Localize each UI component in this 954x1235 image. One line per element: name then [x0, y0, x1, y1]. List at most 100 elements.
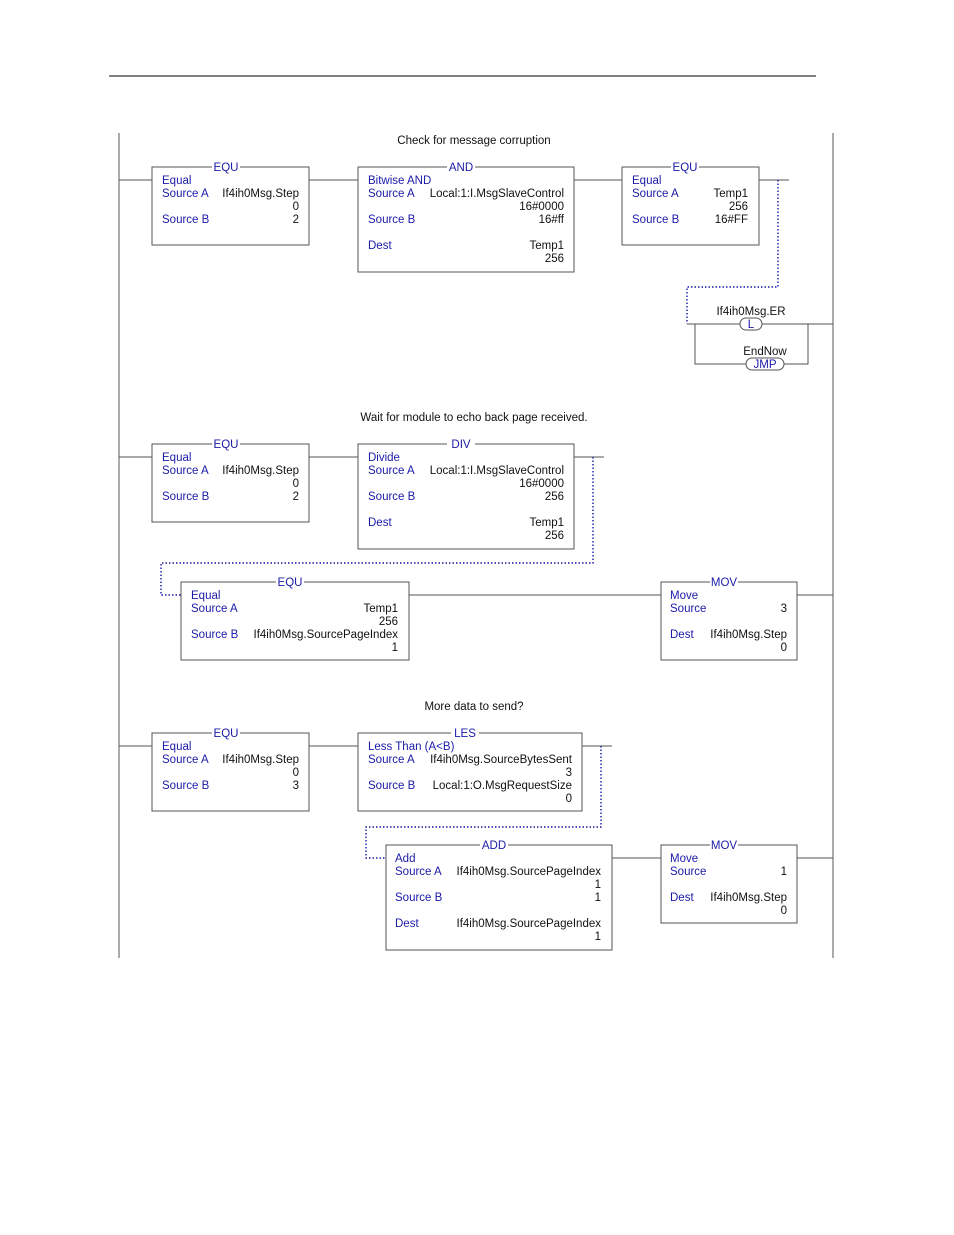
source-a-tag[interactable]: If4ih0Msg.Step: [222, 754, 299, 766]
dest-tag[interactable]: If4ih0Msg.Step: [710, 892, 787, 904]
rung-1: Check for message corruption EQU Equal S…: [119, 135, 833, 371]
les-instruction[interactable]: LES Less Than (A<B) Source A If4ih0Msg.S…: [357, 727, 583, 812]
add-instruction[interactable]: ADD Add Source A If4ih0Msg.SourcePageInd…: [385, 839, 613, 951]
jmp-coil[interactable]: EndNow JMP: [743, 346, 787, 371]
source-b-label: Source B: [162, 214, 210, 226]
rung-3: More data to send? EQU Equal Source A If…: [119, 701, 833, 951]
instruction-title: EQU: [278, 577, 303, 589]
source-b-value: 0: [566, 793, 572, 805]
source-a-label: Source A: [395, 866, 442, 878]
source-b-value[interactable]: 256: [545, 491, 564, 503]
source-b-value[interactable]: 16#ff: [539, 214, 565, 226]
source-value[interactable]: 3: [781, 603, 787, 615]
source-a-label: Source A: [162, 188, 209, 200]
source-a-tag[interactable]: Temp1: [363, 603, 398, 615]
source-b-value: 1: [392, 642, 398, 654]
source-a-tag[interactable]: Local:1:I.MsgSlaveControl: [430, 465, 564, 477]
source-b-label: Source B: [368, 491, 416, 503]
dest-value: 1: [595, 931, 601, 943]
dest-label: Dest: [368, 517, 392, 529]
instruction-title: LES: [454, 728, 476, 740]
source-b-label: Source B: [632, 214, 680, 226]
source-b-value[interactable]: 2: [293, 491, 299, 503]
source-a-tag[interactable]: Temp1: [713, 188, 748, 200]
dest-value: 0: [781, 905, 787, 917]
instruction-name: Equal: [162, 741, 191, 753]
source-b-label: Source B: [395, 892, 443, 904]
equ-instruction[interactable]: EQU Equal Source A Temp1 256 Source B If…: [180, 576, 410, 661]
source-a-value: 16#0000: [519, 478, 564, 490]
instruction-title: AND: [449, 162, 473, 174]
equ-instruction[interactable]: EQU Equal Source A If4ih0Msg.Step 0 Sour…: [151, 727, 310, 812]
source-b-tag[interactable]: If4ih0Msg.SourcePageIndex: [254, 629, 399, 641]
source-a-value: 256: [729, 201, 748, 213]
dest-label: Dest: [395, 918, 419, 930]
dest-tag[interactable]: If4ih0Msg.Step: [710, 629, 787, 641]
dest-tag[interactable]: If4ih0Msg.SourcePageIndex: [457, 918, 602, 930]
equ-instruction[interactable]: EQU Equal Source A If4ih0Msg.Step 0 Sour…: [151, 161, 310, 246]
source-b-label: Source B: [191, 629, 239, 641]
source-a-value: 256: [379, 616, 398, 628]
instruction-title: MOV: [711, 577, 738, 589]
instruction-name: Equal: [191, 590, 220, 602]
mov-instruction[interactable]: MOV Move Source 3 Dest If4ih0Msg.Step 0: [660, 576, 798, 661]
instruction-name: Move: [670, 853, 698, 865]
source-b-value[interactable]: 3: [293, 780, 299, 792]
source-b-value[interactable]: 2: [293, 214, 299, 226]
instruction-title: EQU: [214, 162, 239, 174]
source-b-value[interactable]: 16#FF: [715, 214, 748, 226]
instruction-name: Add: [395, 853, 415, 865]
coil-symbol: JMP: [754, 359, 777, 371]
coil-tag[interactable]: If4ih0Msg.ER: [716, 306, 785, 318]
dest-value: 0: [781, 642, 787, 654]
source-a-tag[interactable]: If4ih0Msg.Step: [222, 188, 299, 200]
dest-label: Dest: [670, 892, 694, 904]
equ-instruction[interactable]: EQU Equal Source A Temp1 256 Source B 16…: [621, 161, 760, 246]
source-a-tag[interactable]: If4ih0Msg.Step: [222, 465, 299, 477]
jump-label-tag[interactable]: EndNow: [743, 346, 787, 358]
source-a-value: 3: [566, 767, 572, 779]
source-b-value[interactable]: 1: [595, 892, 601, 904]
dest-tag[interactable]: Temp1: [529, 517, 564, 529]
source-label: Source: [670, 866, 706, 878]
source-a-label: Source A: [162, 465, 209, 477]
source-a-value: 0: [293, 201, 299, 213]
instruction-title: EQU: [673, 162, 698, 174]
rung-2: Wait for module to echo back page receiv…: [119, 412, 833, 661]
source-b-label: Source B: [162, 780, 210, 792]
source-b-tag[interactable]: Local:1:O.MsgRequestSize: [433, 780, 572, 792]
instruction-title: MOV: [711, 840, 738, 852]
source-a-label: Source A: [191, 603, 238, 615]
source-a-value: 1: [595, 879, 601, 891]
source-a-tag[interactable]: If4ih0Msg.SourcePageIndex: [457, 866, 602, 878]
rung-comment: Check for message corruption: [397, 135, 550, 147]
mov-instruction[interactable]: MOV Move Source 1 Dest If4ih0Msg.Step 0: [660, 839, 798, 924]
instruction-name: Move: [670, 590, 698, 602]
source-a-label: Source A: [368, 754, 415, 766]
rung-comment: Wait for module to echo back page receiv…: [360, 412, 587, 424]
source-b-label: Source B: [162, 491, 210, 503]
instruction-name: Less Than (A<B): [368, 741, 455, 753]
source-a-value: 0: [293, 767, 299, 779]
instruction-title: DIV: [451, 439, 471, 451]
rung-comment: More data to send?: [424, 701, 523, 713]
coil-symbol: L: [748, 319, 755, 331]
dest-value: 256: [545, 530, 564, 542]
dest-label: Dest: [368, 240, 392, 252]
source-b-label: Source B: [368, 780, 416, 792]
source-a-tag[interactable]: If4ih0Msg.SourceBytesSent: [430, 754, 573, 766]
source-a-tag[interactable]: Local:1:I.MsgSlaveControl: [430, 188, 564, 200]
and-instruction[interactable]: AND Bitwise AND Source A Local:1:I.MsgSl…: [357, 161, 575, 273]
equ-instruction[interactable]: EQU Equal Source A If4ih0Msg.Step 0 Sour…: [151, 438, 310, 523]
source-value[interactable]: 1: [781, 866, 787, 878]
instruction-name: Equal: [632, 175, 661, 187]
instruction-name: Equal: [162, 175, 191, 187]
div-instruction[interactable]: DIV Divide Source A Local:1:I.MsgSlaveCo…: [357, 438, 575, 550]
source-label: Source: [670, 603, 706, 615]
latch-coil[interactable]: If4ih0Msg.ER L: [716, 306, 785, 331]
source-a-label: Source A: [368, 188, 415, 200]
instruction-title: EQU: [214, 439, 239, 451]
dest-tag[interactable]: Temp1: [529, 240, 564, 252]
dest-label: Dest: [670, 629, 694, 641]
